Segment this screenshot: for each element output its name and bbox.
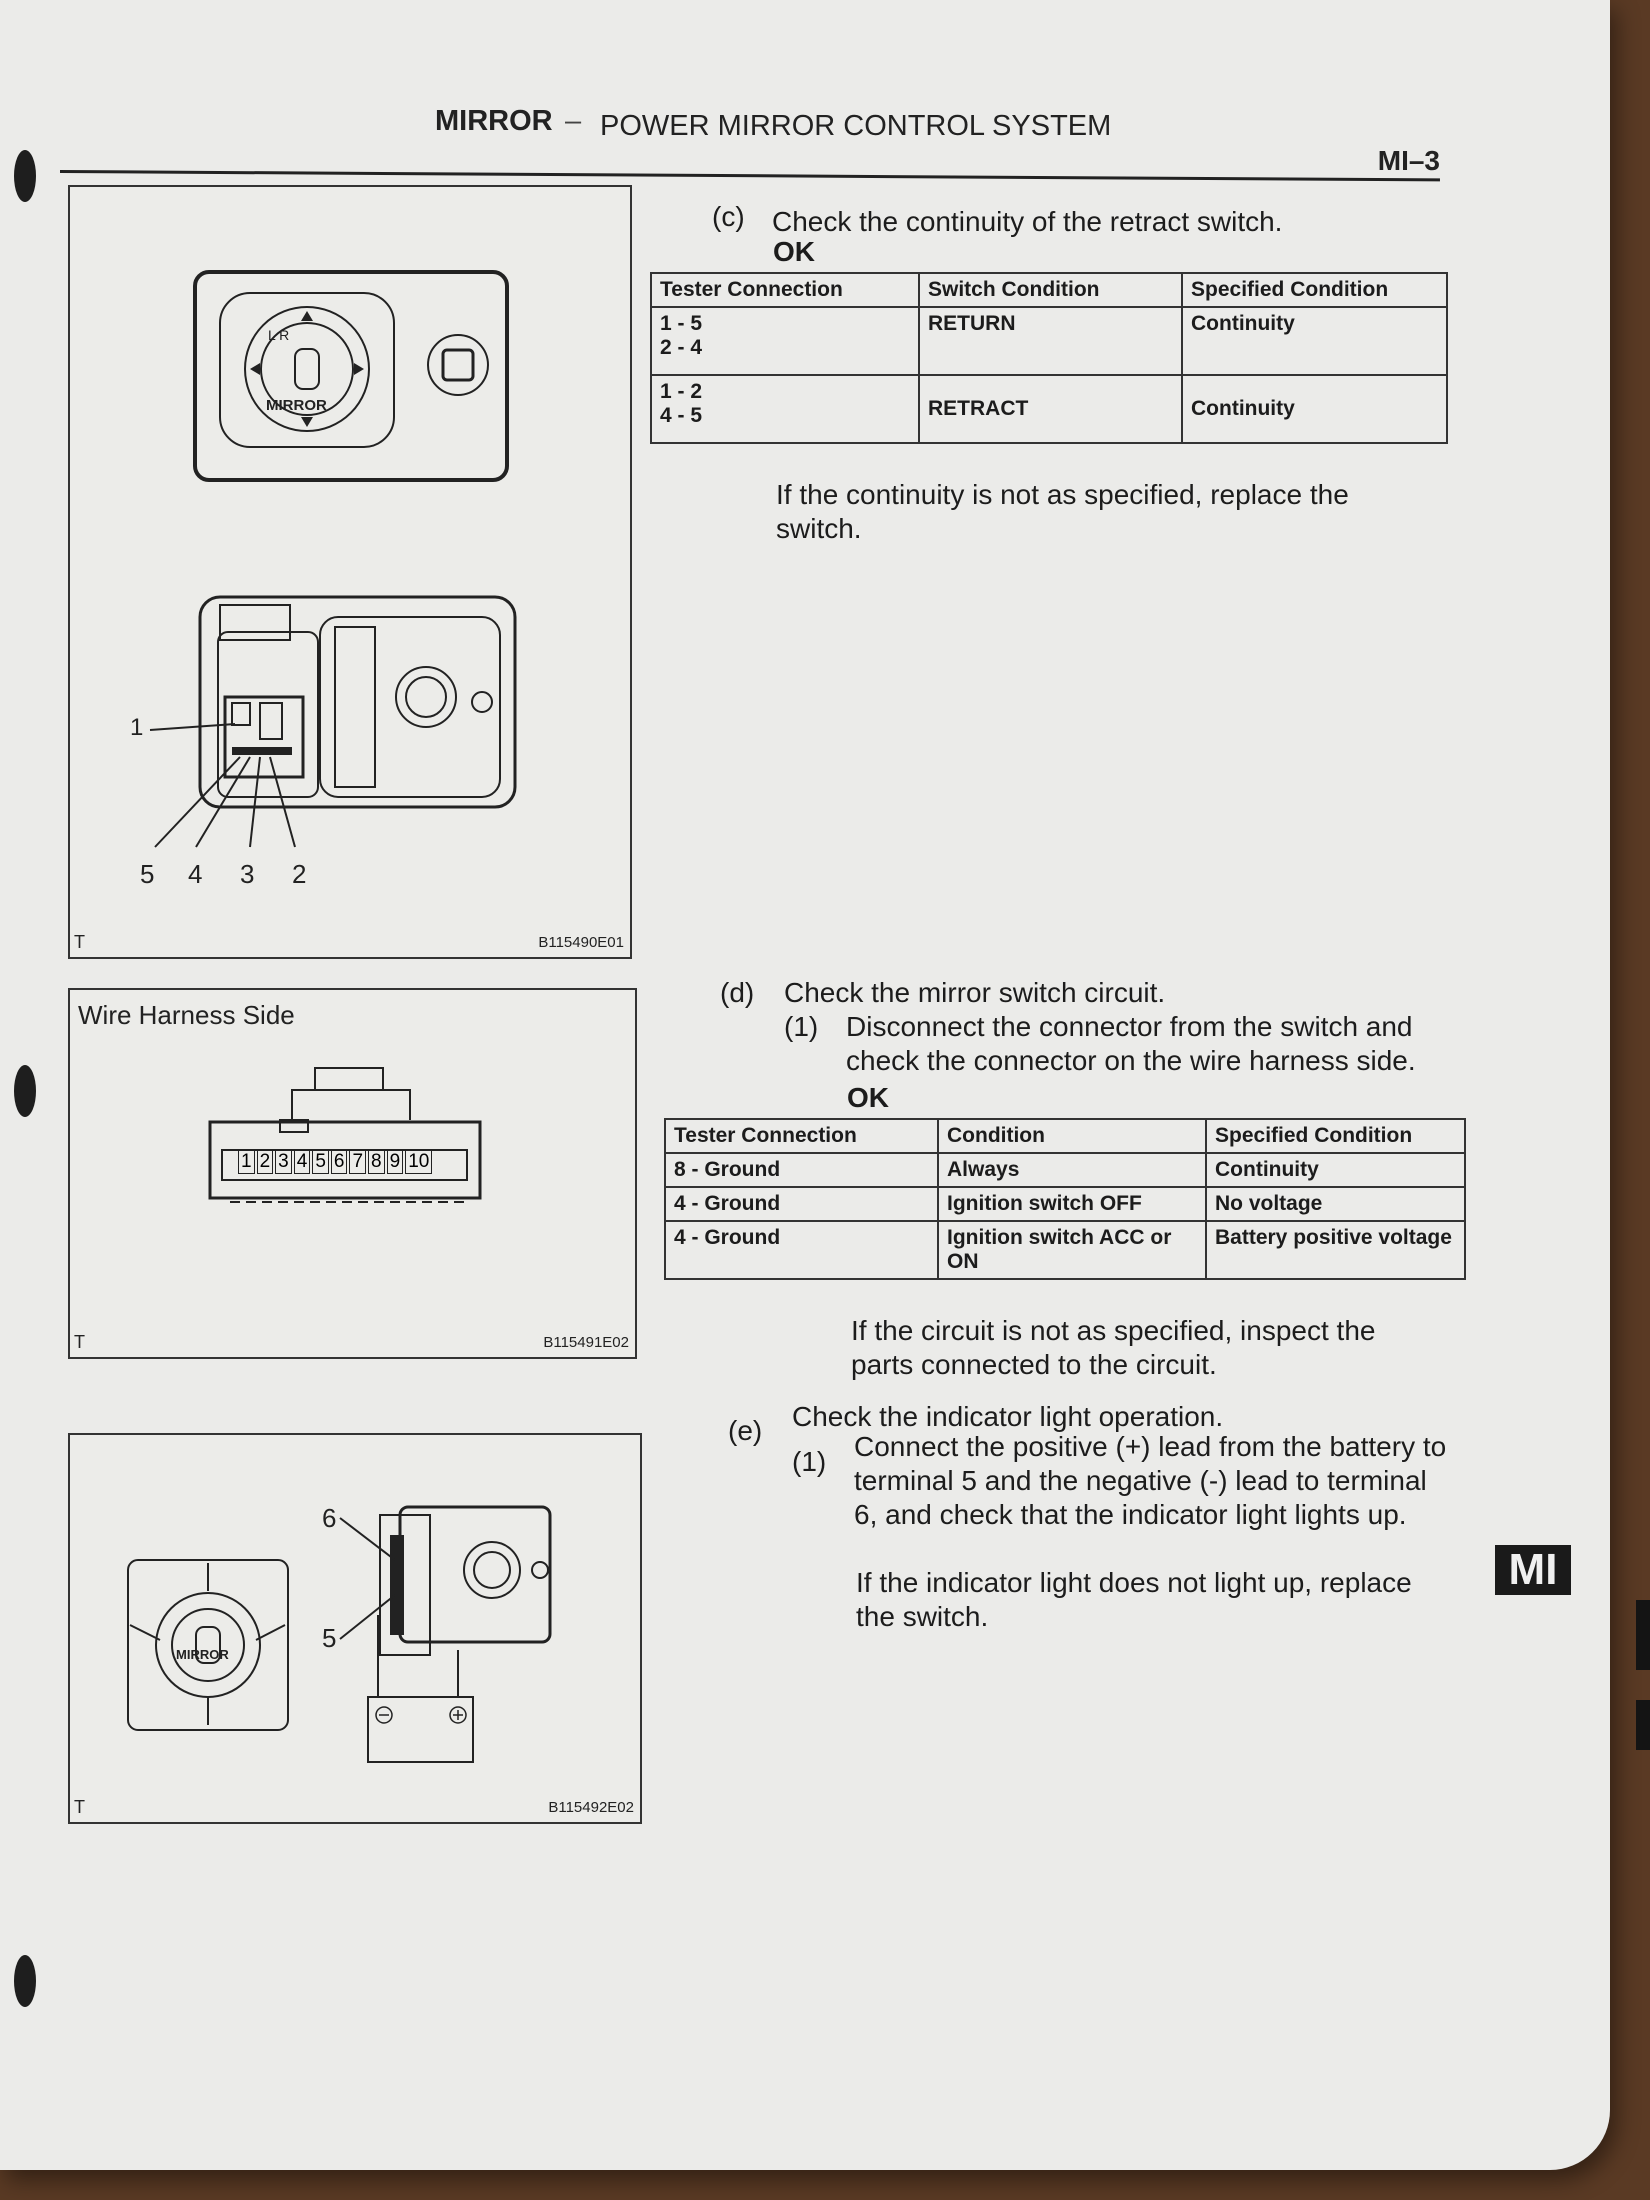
step-e-text: Check the indicator light operation. — [792, 1401, 1224, 1432]
column-header: Tester Connection — [664, 1118, 939, 1154]
table-cell: 4 - Ground — [664, 1186, 939, 1222]
header-separator: – — [565, 105, 582, 137]
connector-pin: 1 — [238, 1150, 255, 1174]
column-header: Specified Condition — [1181, 272, 1448, 308]
step-d-subtext: Disconnect the connector from the switch… — [846, 1011, 1416, 1076]
column-header: Tester Connection — [650, 272, 920, 308]
connector-pin-row: 1 2 3 4 5 6 7 8 9 10 — [238, 1150, 433, 1174]
pin-label-1: 1 — [130, 714, 144, 741]
table-cell: RETRACT — [918, 374, 1183, 444]
table-row: 4 - Ground Ignition switch OFF No voltag… — [664, 1186, 1466, 1222]
table-cell: Ignition switch ACC or ON — [937, 1220, 1207, 1280]
retract-switch-table: Tester Connection Switch Condition Speci… — [650, 272, 1448, 444]
page-edge-tab — [1636, 1700, 1650, 1750]
table-cell: Always — [937, 1152, 1207, 1188]
figure-corner-mark: T — [74, 1332, 85, 1352]
page-title: POWER MIRROR CONTROL SYSTEM — [600, 110, 1112, 142]
pin-label-5: 5 — [140, 859, 155, 889]
table-cell: Continuity — [1181, 374, 1448, 444]
figure-corner-mark: T — [74, 1797, 85, 1817]
column-header: Switch Condition — [918, 272, 1183, 308]
figure-switch-pinout: L R MIRROR 1 5 4 3 2 T B115490E01 — [68, 185, 632, 959]
mirror-label: MIRROR — [176, 1647, 229, 1662]
table-row: 1 - 2 4 - 5 RETRACT Continuity — [650, 374, 1448, 444]
page-edge-tab — [1636, 1600, 1650, 1670]
connector-pin: 8 — [368, 1150, 385, 1174]
table-cell: No voltage — [1205, 1186, 1466, 1222]
table-row: 8 - Ground Always Continuity — [664, 1152, 1466, 1188]
figure-code: B115491E02 — [543, 1334, 629, 1351]
pin-label-3: 3 — [240, 859, 255, 889]
step-marker-e: (e) — [728, 1415, 763, 1446]
connector-pin: 10 — [405, 1150, 433, 1174]
substep-marker-d1: (1) — [784, 1011, 819, 1042]
figure-code: B115492E02 — [548, 1799, 634, 1816]
step-c-ok: OK — [773, 236, 815, 267]
switch-diagram-drawing — [149, 270, 517, 848]
mirror-switch-circuit-table: Tester Connection Condition Specified Co… — [664, 1118, 1466, 1280]
page-header: MIRROR – POWER MIRROR CONTROL SYSTEM MI–… — [59, 100, 1440, 200]
table-cell: Battery positive voltage — [1205, 1220, 1466, 1280]
table-cell: 1 - 2 4 - 5 — [650, 374, 920, 444]
step-c-text: Check the continuity of the retract swit… — [772, 206, 1283, 237]
terminal-label-5: 5 — [322, 1623, 337, 1653]
substep-marker-e1: (1) — [792, 1446, 827, 1477]
header-rule — [59, 170, 1440, 182]
section-thumb-tab: MI — [1495, 1545, 1571, 1595]
figure-corner-mark: T — [74, 932, 85, 952]
terminal-label-6: 6 — [322, 1503, 337, 1533]
table-cell: Continuity — [1205, 1152, 1466, 1188]
table-cell: Continuity — [1181, 306, 1448, 376]
lr-label: L R — [268, 327, 290, 343]
table-cell: Ignition switch OFF — [937, 1186, 1207, 1222]
table-header-row: Tester Connection Condition Specified Co… — [664, 1118, 1466, 1154]
table-cell: 8 - Ground — [664, 1152, 939, 1188]
figure-title: Wire Harness Side — [78, 1000, 295, 1030]
step-marker-c: (c) — [712, 201, 745, 232]
table-cell: RETURN — [918, 306, 1183, 376]
step-e-subtext: Connect the positive (+) lead from the b… — [854, 1431, 1447, 1530]
indicator-test-drawing — [127, 1505, 552, 1763]
step-d-ok: OK — [847, 1082, 889, 1113]
column-header: Condition — [937, 1118, 1207, 1154]
column-header: Specified Condition — [1205, 1118, 1466, 1154]
figure-code: B115490E01 — [538, 934, 624, 951]
connector-pin: 9 — [386, 1150, 404, 1174]
step-c-note: If the continuity is not as specified, r… — [776, 479, 1349, 544]
figure-indicator-test: 6 5 MIRROR T B115492E02 — [68, 1433, 642, 1824]
pin-label-2: 2 — [292, 859, 307, 889]
binder-hole — [14, 1065, 36, 1117]
manual-page: MIRROR – POWER MIRROR CONTROL SYSTEM MI–… — [0, 0, 1610, 2170]
pin-label-4: 4 — [188, 859, 203, 889]
table-cell: 4 - Ground — [664, 1220, 939, 1280]
connector-pin: 4 — [293, 1150, 311, 1174]
binder-hole — [14, 1955, 36, 2007]
mirror-label: MIRROR — [266, 397, 327, 414]
figure-wire-harness: Wire Harness Side 1 2 3 4 5 6 7 8 9 10 T… — [68, 988, 637, 1359]
step-marker-d: (d) — [720, 977, 755, 1008]
table-row: 4 - Ground Ignition switch ACC or ON Bat… — [664, 1220, 1466, 1280]
table-cell: 1 - 5 2 - 4 — [650, 306, 920, 376]
page-number: MI–3 — [1377, 145, 1440, 176]
connector-pin: 5 — [312, 1150, 329, 1174]
step-d-note: If the circuit is not as specified, insp… — [851, 1315, 1376, 1380]
step-e-note: If the indicator light does not light up… — [856, 1567, 1412, 1632]
binder-hole — [14, 150, 36, 202]
step-d-text: Check the mirror switch circuit. — [784, 977, 1166, 1008]
table-header-row: Tester Connection Switch Condition Speci… — [650, 272, 1448, 308]
table-row: 1 - 5 2 - 4 RETURN Continuity — [650, 306, 1448, 376]
connector-pin: 6 — [330, 1150, 348, 1174]
connector-pin: 2 — [256, 1150, 274, 1174]
connector-pin: 3 — [275, 1150, 292, 1174]
connector-pin: 7 — [349, 1150, 367, 1174]
section-name: MIRROR — [435, 105, 553, 137]
